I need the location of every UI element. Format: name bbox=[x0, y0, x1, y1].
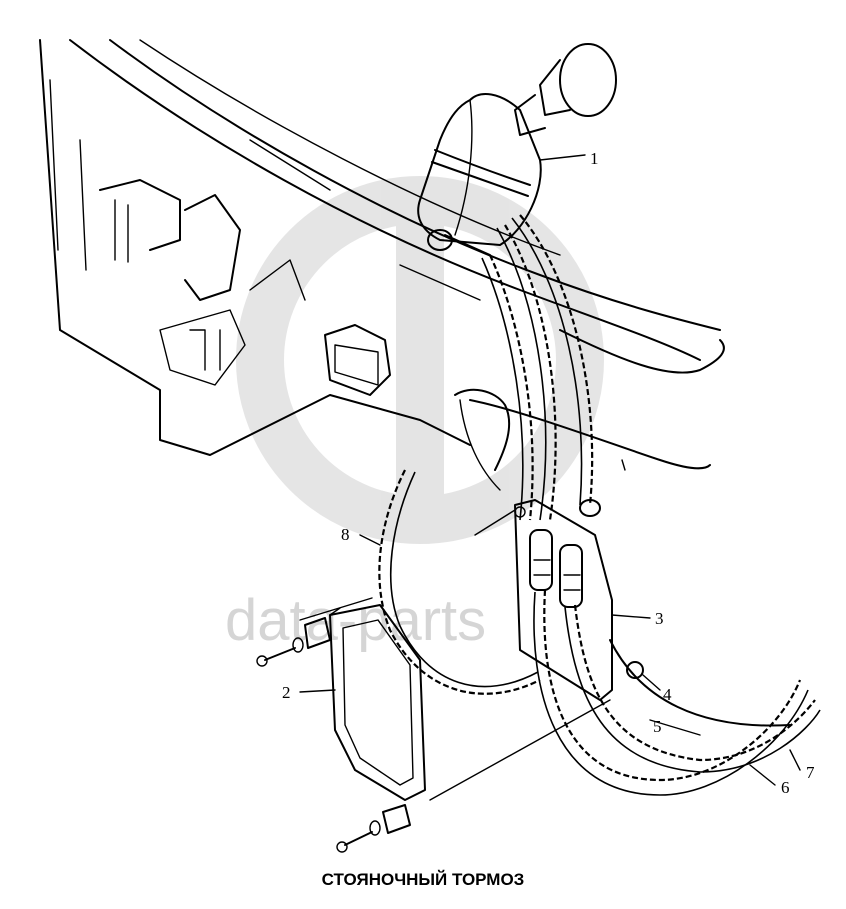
callout-6: 6 bbox=[781, 778, 790, 797]
callout-3: 3 bbox=[655, 609, 664, 628]
callout-5: 5 bbox=[653, 717, 662, 736]
leader-lines bbox=[299, 154, 801, 786]
callout-1: 1 bbox=[590, 149, 599, 168]
callout-8: 8 bbox=[341, 525, 350, 544]
diagram-title: СТОЯНОЧНЫЙ ТОРМОЗ bbox=[321, 870, 525, 889]
watermark-text: data-parts bbox=[225, 588, 486, 653]
cover-gasket bbox=[329, 604, 426, 801]
hose-bundle bbox=[481, 214, 601, 521]
callout-7: 7 bbox=[806, 763, 815, 782]
fasteners bbox=[256, 597, 644, 853]
brake-handle-assembly bbox=[417, 43, 617, 256]
lower-cables bbox=[533, 589, 821, 796]
callout-4: 4 bbox=[663, 685, 672, 704]
dashboard-panel bbox=[39, 39, 725, 491]
callout-2: 2 bbox=[282, 683, 291, 702]
hose-8 bbox=[378, 469, 541, 695]
